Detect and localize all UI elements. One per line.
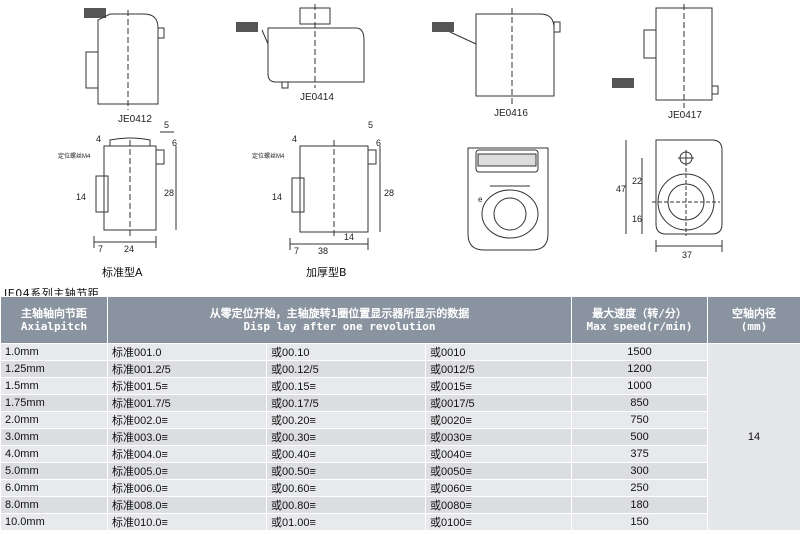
svg-text:4: 4: [292, 134, 297, 144]
svg-text:定位螺丝M4: 定位螺丝M4: [252, 152, 285, 160]
table-row: 1.5mm 标准001.5≡ 或00.15≡ 或0015≡ 1000: [0, 377, 800, 395]
table-row: 10.0mm 标准010.0≡ 或01.00≡ 或0100≡ 150: [0, 513, 800, 531]
je0412-drawing: JE0412: [84, 8, 165, 125]
model-je0412: JE0412: [118, 114, 152, 125]
svg-text:16: 16: [632, 214, 642, 224]
type-b-section-drawing: 4 5 6 14 28 7 38 14 定位螺丝M4: [252, 120, 394, 256]
je0416-drawing: JE0416: [432, 8, 561, 119]
svg-text:7: 7: [294, 246, 299, 256]
table-row: 2.0mm 标准002.0≡ 或00.20≡ 或0020≡ 750: [0, 411, 800, 429]
caption-type-b: 加厚型B: [306, 266, 347, 279]
table-row: 5.0mm 标准005.0≡ 或00.50≡ 或0050≡ 300: [0, 462, 800, 480]
svg-text:4: 4: [96, 134, 101, 144]
svg-text:28: 28: [164, 188, 174, 198]
svg-text:7: 7: [98, 244, 103, 254]
svg-text:14: 14: [272, 192, 282, 202]
table-row: 6.0mm 标准006.0≡ 或00.60≡ 或0060≡ 250: [0, 479, 800, 497]
svg-text:38: 38: [318, 246, 328, 256]
technical-drawings: JE0412 JE0414 JE0416 J: [58, 4, 723, 260]
type-a-section-drawing: 4 5 6 14 28 7 24 定位螺丝M4: [58, 120, 177, 254]
svg-text:14: 14: [76, 192, 86, 202]
table-row: 1.0mm 标准001.0 或00.10 或0010 1500 14: [0, 343, 800, 531]
svg-text:5: 5: [164, 120, 169, 130]
table-row: 3.0mm 标准003.0≡ 或00.30≡ 或0030≡ 500: [0, 428, 800, 446]
caption-type-a: 标准型A: [102, 266, 143, 279]
svg-text:6: 6: [172, 138, 177, 148]
svg-text:6: 6: [376, 138, 381, 148]
je0417-drawing: JE0417: [612, 4, 719, 121]
svg-text:47: 47: [616, 184, 626, 194]
table-row: 8.0mm 标准008.0≡ 或00.80≡ 或0080≡ 180: [0, 496, 800, 514]
front-view-drawing: 47 22 16 37: [616, 139, 723, 260]
table-row: 1.75mm 标准001.7/5 或00.17/5 或0017/5 850: [0, 394, 800, 412]
svg-text:5: 5: [368, 120, 373, 130]
table-row: 1.25mm 标准001.2/5 或00.12/5 或0012/5 1200: [0, 360, 800, 378]
svg-text:14: 14: [344, 232, 354, 242]
model-je0416: JE0416: [494, 108, 528, 119]
model-je0417: JE0417: [668, 110, 702, 121]
model-je0414: JE0414: [300, 92, 334, 103]
table-row: 4.0mm 标准004.0≡ 或00.40≡ 或0040≡ 375: [0, 445, 800, 463]
svg-text:37: 37: [682, 250, 692, 260]
svg-text:e: e: [478, 195, 483, 204]
svg-text:定位螺丝M4: 定位螺丝M4: [58, 152, 91, 160]
svg-text:22: 22: [632, 176, 642, 186]
header-bore: 空轴内径(mm): [707, 296, 800, 344]
isometric-view-drawing: e: [467, 147, 549, 251]
bore-value: 14: [707, 343, 800, 531]
je0414-drawing: JE0414: [236, 4, 365, 103]
svg-text:28: 28: [384, 188, 394, 198]
header-speed: 最大速度（转/分）Max speed(r/min): [571, 296, 709, 344]
svg-text:24: 24: [124, 244, 134, 254]
